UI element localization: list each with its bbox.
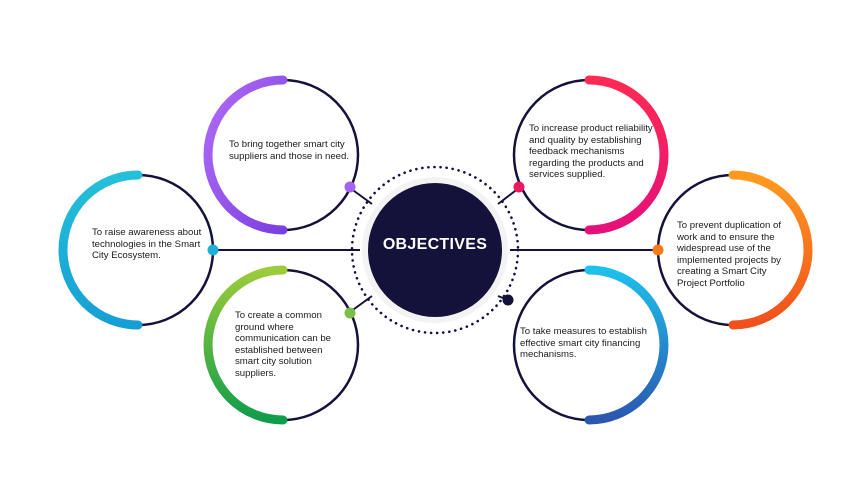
objective-3 [58, 170, 219, 330]
objective-6-arc [584, 265, 669, 425]
objective-5 [203, 265, 360, 425]
objective-2-arc [584, 75, 669, 235]
objective-4 [652, 170, 813, 330]
center-dotted-ring [350, 165, 520, 335]
objective-6 [502, 265, 669, 425]
objective-5-dot [344, 307, 356, 319]
objective-6-text: To take measures to establish effective … [520, 326, 647, 361]
objective-2-text: To increase product reliability and qual… [529, 123, 653, 181]
objective-3-dot [207, 244, 219, 256]
center-title: OBJECTIVES [382, 236, 488, 253]
center-circle [368, 183, 502, 317]
objective-1-dot [344, 181, 356, 193]
objective-5-arc [203, 265, 288, 425]
objective-5-text: To create a common ground where communic… [235, 310, 331, 379]
objective-4-dot [652, 244, 664, 256]
objective-4-text: To prevent duplication of work and to en… [677, 220, 781, 289]
objective-2 [512, 75, 669, 235]
objective-3-arc [58, 170, 143, 330]
objective-2-dot [513, 181, 525, 193]
objective-3-text: To raise awareness about technologies in… [92, 227, 202, 262]
objective-1-arc [203, 75, 288, 235]
objective-1 [203, 75, 360, 235]
objective-6-dot [502, 294, 514, 306]
objective-1-text: To bring together smart city suppliers a… [229, 139, 350, 162]
objective-4-arc [728, 170, 813, 330]
